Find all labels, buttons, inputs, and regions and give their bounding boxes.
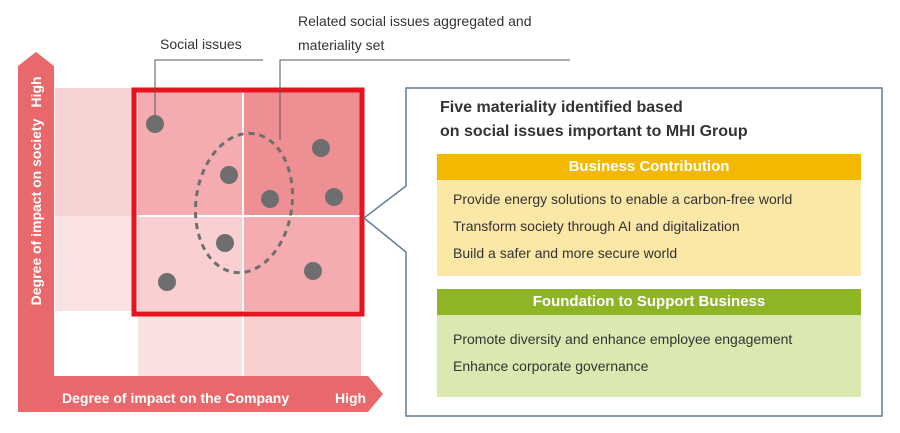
business-item: Provide energy solutions to enable a car… xyxy=(453,191,793,207)
issue-dot xyxy=(261,190,279,208)
x-axis-label: Degree of impact on the Company xyxy=(62,390,290,406)
cell-q-topleft xyxy=(138,92,243,216)
issue-dot xyxy=(325,188,343,206)
foundation-item: Enhance corporate governance xyxy=(453,358,649,374)
business-contribution-header: Business Contribution xyxy=(437,154,861,180)
foundation-body: Promote diversity and enhance employee e… xyxy=(437,315,861,397)
x-axis-high-label: High xyxy=(335,390,367,406)
cell-high-low xyxy=(243,312,361,376)
callout-line-aggregated xyxy=(279,59,570,140)
issue-dot xyxy=(146,115,164,133)
aggregation-ellipse xyxy=(193,131,295,275)
cell-q-bottomright xyxy=(243,216,361,312)
y-axis-bar xyxy=(18,52,54,376)
panel-title: Five materiality identified based on soc… xyxy=(440,96,748,144)
callout-aggregated-line1: Related social issues aggregated and xyxy=(298,13,532,29)
foundation-item: Promote diversity and enhance employee e… xyxy=(453,331,793,347)
issue-dot xyxy=(220,166,238,184)
issue-dot xyxy=(158,273,176,291)
cell-low-mid xyxy=(55,216,138,312)
business-item: Transform society through AI and digital… xyxy=(453,218,740,234)
cell-q-topright xyxy=(243,92,361,216)
cell-q-bottomleft xyxy=(138,216,243,312)
y-axis-high-label: High xyxy=(28,76,44,108)
callout-social-issues: Social issues xyxy=(160,36,242,52)
callout-aggregated-line2: materiality set xyxy=(298,37,385,53)
y-axis-label: Degree of impact on society xyxy=(28,118,44,306)
callout-line-social xyxy=(154,59,263,115)
x-axis-bar xyxy=(18,376,383,412)
materiality-frame xyxy=(131,87,365,317)
panel-title-line1: Five materiality identified based xyxy=(440,99,683,116)
issue-dot xyxy=(216,234,234,252)
issue-dot xyxy=(304,262,322,280)
issue-dot xyxy=(312,139,330,157)
business-item: Build a safer and more secure world xyxy=(453,245,678,261)
cell-low-high xyxy=(55,88,138,216)
business-contribution-body: Provide energy solutions to enable a car… xyxy=(437,180,861,276)
cell-mid-low xyxy=(138,312,243,376)
foundation-header: Foundation to Support Business xyxy=(437,289,861,315)
panel-title-line2: on social issues important to MHI Group xyxy=(440,123,748,140)
